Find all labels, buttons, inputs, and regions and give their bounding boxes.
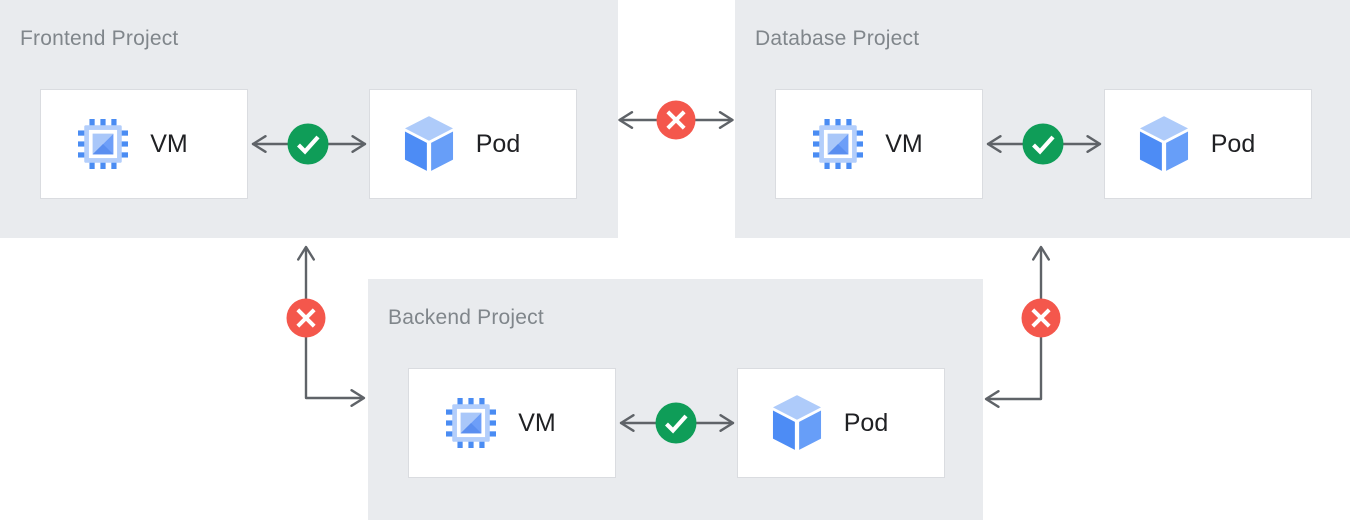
pod-card: Pod xyxy=(737,368,945,478)
pod-card: Pod xyxy=(369,89,577,199)
internal-connection-allowed xyxy=(251,123,367,165)
arrowhead-left-icon xyxy=(251,135,267,153)
pod-label: Pod xyxy=(843,408,889,437)
check-icon xyxy=(288,124,329,165)
project-panel-backend: Backend Project VM Pod xyxy=(368,279,983,520)
vm-card: VM xyxy=(40,89,248,199)
arrowhead-up-icon xyxy=(1032,245,1050,261)
x-icon xyxy=(1019,296,1063,340)
connector-database-backend xyxy=(984,245,1063,408)
x-icon xyxy=(654,98,698,142)
vm-label: VM xyxy=(885,129,923,158)
arrowhead-up-icon xyxy=(297,245,315,261)
pod-label: Pod xyxy=(475,129,521,158)
project-panel-frontend: Frontend Project VM Pod xyxy=(0,0,618,238)
pod-label: Pod xyxy=(1210,129,1256,158)
vm-label: VM xyxy=(150,129,188,158)
arrowhead-right-icon xyxy=(350,389,366,407)
check-icon xyxy=(656,403,697,444)
internal-connection-allowed xyxy=(619,402,735,444)
x-icon xyxy=(284,296,328,340)
vm-icon xyxy=(78,119,128,169)
connector-frontend-backend xyxy=(284,245,366,407)
internal-connection-allowed xyxy=(986,123,1102,165)
connector-frontend-database xyxy=(618,98,734,142)
vm-label: VM xyxy=(518,408,556,437)
pod-icon xyxy=(772,395,822,451)
arrowhead-right-icon xyxy=(719,414,735,432)
pod-icon xyxy=(404,116,454,172)
pod-icon xyxy=(1139,116,1189,172)
arrowhead-right-icon xyxy=(351,135,367,153)
arrowhead-right-icon xyxy=(718,111,734,129)
arrowhead-left-icon xyxy=(618,111,634,129)
vm-icon xyxy=(813,119,863,169)
arrowhead-left-icon xyxy=(984,390,1000,408)
check-icon xyxy=(1023,124,1064,165)
project-title: Frontend Project xyxy=(20,27,179,50)
arrowhead-left-icon xyxy=(986,135,1002,153)
vm-icon xyxy=(446,398,496,448)
vm-card: VM xyxy=(775,89,983,199)
project-title: Backend Project xyxy=(388,306,544,329)
arrowhead-right-icon xyxy=(1086,135,1102,153)
arrowhead-left-icon xyxy=(619,414,635,432)
pod-card: Pod xyxy=(1104,89,1312,199)
project-panel-database: Database Project VM Pod xyxy=(735,0,1350,238)
project-title: Database Project xyxy=(755,27,920,50)
vm-card: VM xyxy=(408,368,616,478)
